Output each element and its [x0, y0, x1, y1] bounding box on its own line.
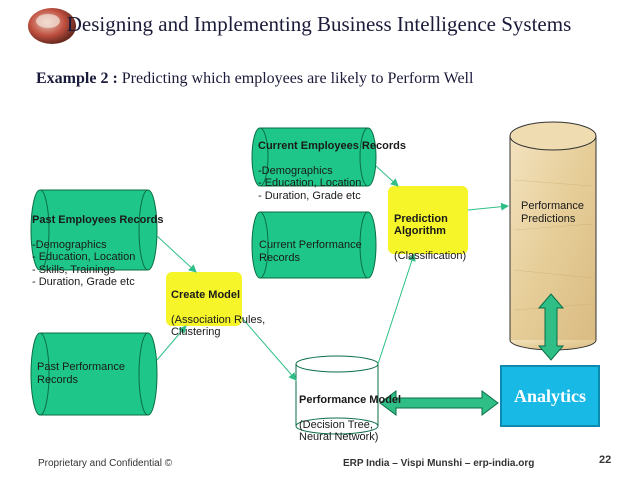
- create-model-text: Create Model (Association Rules, Cluster…: [171, 276, 265, 351]
- example-text: Predicting which employees are likely to…: [117, 70, 474, 87]
- double-arrow-model-analytics: [379, 390, 499, 416]
- past-employees-lines: -Demographics - Education, Location - Sk…: [32, 238, 136, 289]
- page-number: 22: [599, 454, 612, 466]
- current-performance-records: Current Performance Records: [259, 239, 362, 264]
- footer-confidential: Proprietary and Confidential ©: [38, 458, 173, 469]
- past-employees-records: Past Employees Records -Demographics - E…: [32, 201, 163, 301]
- arrow-model-to-algorithm: [377, 253, 416, 365]
- past-performance-cylinder: [30, 332, 158, 416]
- logo-icon: [28, 8, 76, 44]
- example-heading: Example 2 : Predicting which employees a…: [36, 70, 473, 88]
- arrow-past-employees-to-model: [156, 235, 197, 273]
- arrow-past-performance-to-model: [156, 325, 187, 361]
- prediction-algorithm-heading: Prediction Algorithm: [394, 212, 448, 238]
- current-employees-records: Current Employees Records -Demographics …: [258, 127, 406, 215]
- example-prefix: Example 2 :: [36, 70, 118, 87]
- current-employees-heading: Current Employees Records: [258, 139, 406, 152]
- arrow-algorithm-to-predictions: [467, 202, 509, 211]
- performance-model-heading: Performance Model: [299, 393, 402, 406]
- past-employees-heading: Past Employees Records: [32, 213, 164, 226]
- create-model-box: [166, 272, 242, 326]
- prediction-algorithm-lines: (Classification): [394, 250, 467, 262]
- arrow-model-to-performance-model: [241, 317, 297, 381]
- performance-predictions-text: Performance Predictions: [521, 200, 584, 225]
- page-title: Designing and Implementing Business Inte…: [66, 12, 572, 36]
- current-employees-cylinder: [251, 127, 377, 187]
- create-model-lines: (Association Rules, Clustering: [171, 313, 266, 339]
- performance-model-cylinder: [295, 355, 379, 435]
- past-performance-records: Past Performance Records: [37, 361, 126, 386]
- prediction-algorithm-text: Prediction Algorithm (Classification): [394, 200, 466, 275]
- performance-model-text: Performance Model (Decision Tree, Neural…: [299, 381, 401, 456]
- prediction-algorithm-box: [388, 186, 468, 254]
- past-employees-cylinder: [30, 189, 158, 271]
- current-employees-lines: -Demographics - Education, Location - Du…: [258, 164, 362, 202]
- current-performance-cylinder: [251, 211, 377, 279]
- double-arrow-predictions-analytics: [537, 293, 565, 361]
- create-model-heading: Create Model: [171, 288, 241, 301]
- performance-model-lines: (Decision Tree, Neural Network): [299, 418, 379, 444]
- arrow-current-employees-to-algorithm: [375, 165, 399, 187]
- footer-credit: ERP India – Vispi Munshi – erp-india.org: [343, 458, 535, 469]
- analytics-box: Analytics: [500, 365, 600, 427]
